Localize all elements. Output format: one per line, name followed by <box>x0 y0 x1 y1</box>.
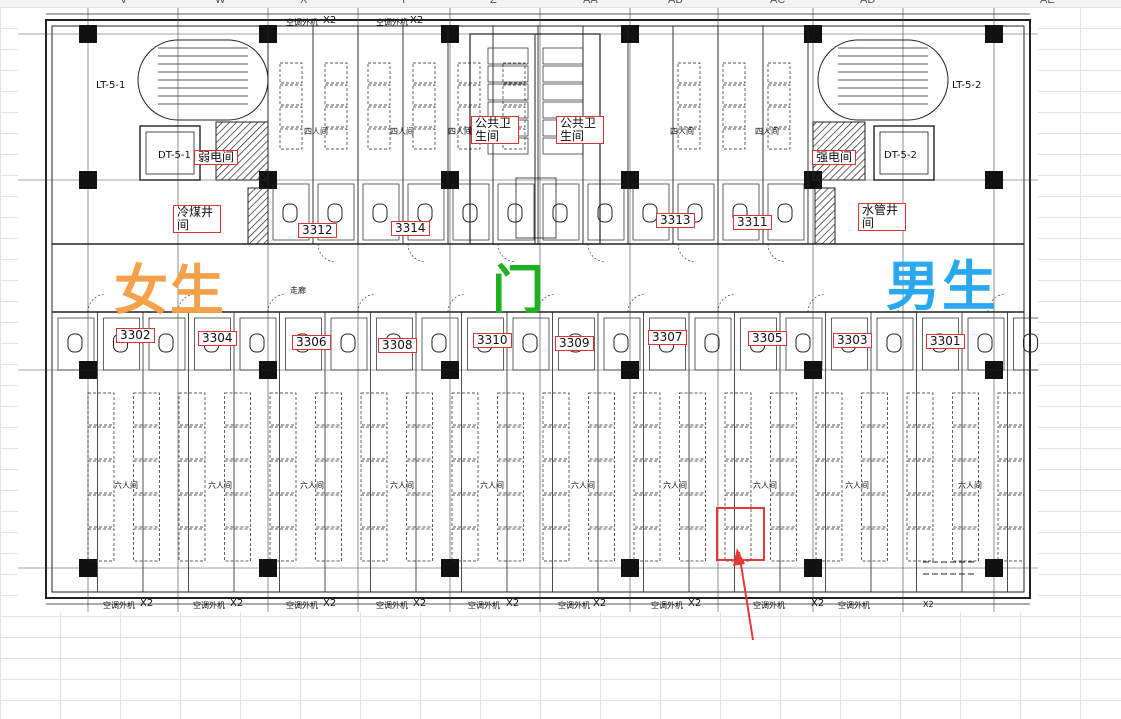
equipment-label: X2 <box>140 598 154 609</box>
equipment-label: 空调外机 <box>286 18 318 27</box>
equipment-label: X2 <box>593 598 607 609</box>
room-type-label: 六人间 <box>958 481 982 490</box>
floor-plan-drawing <box>18 8 1038 612</box>
column-letter[interactable]: X <box>300 0 308 6</box>
room-type-label: 六人间 <box>845 481 869 490</box>
floor-plan-image[interactable]: LT-5-1 LT-5-2 DT-5-1 DT-5-2 弱电间 强电间 冷煤井间… <box>18 8 1038 612</box>
column-letter[interactable]: W <box>215 0 226 6</box>
equipment-label: X2 <box>688 598 702 609</box>
column-letter[interactable]: Z <box>490 0 497 6</box>
equipment-label: 空调外机 <box>376 18 408 27</box>
column-letter[interactable]: AB <box>668 0 683 6</box>
room-type-label-small: 四人间 <box>448 127 472 136</box>
corridor-label: 走廊 <box>290 286 306 295</box>
equipment-label: X2 <box>413 598 427 609</box>
shaft-label-cold-coal: 冷煤井间 <box>173 205 221 233</box>
room-number: 3302 <box>116 328 155 343</box>
equipment-label: X2 <box>230 598 244 609</box>
highlight-box <box>716 507 765 561</box>
room-type-label: 六人间 <box>480 481 504 490</box>
room-type-label-small: 四人间 <box>755 127 779 136</box>
toilet-label: 公共卫生间 <box>556 116 604 144</box>
male-label: 男生 <box>886 255 998 318</box>
toilet-label: 公共卫生间 <box>471 116 519 144</box>
door-label: 门 <box>492 261 547 321</box>
equipment-label: 空调外机 <box>753 601 785 610</box>
equipment-label: 空调外机 <box>193 601 225 610</box>
room-type-label-small: 四人间 <box>390 127 414 136</box>
female-label: 女生 <box>114 259 226 322</box>
equipment-label: X2 <box>506 598 520 609</box>
column-letter[interactable]: AC <box>770 0 786 6</box>
column-letter[interactable]: AD <box>860 0 876 6</box>
equipment-label: 空调外机 <box>286 601 318 610</box>
elevator-label: DT-5-1 <box>158 150 191 161</box>
room-type-label: 六人间 <box>663 481 687 490</box>
room-number: 3307 <box>648 330 687 345</box>
equipment-label: 空调外机 <box>468 601 500 610</box>
column-letter[interactable]: V <box>120 0 128 6</box>
shaft-label-strong-electric: 强电间 <box>812 150 857 165</box>
column-letter[interactable]: AA <box>583 0 598 6</box>
stair-label: LT-5-1 <box>96 80 126 91</box>
shaft-label-water-pipe: 水管井间 <box>858 203 906 231</box>
equipment-label: X2 <box>811 598 825 609</box>
room-type-label-small: 四人间 <box>304 127 328 136</box>
room-type-label: 六人间 <box>390 481 414 490</box>
room-type-label: 六人间 <box>114 481 138 490</box>
stair-label: LT-5-2 <box>952 80 982 91</box>
equipment-label: 空调外机 <box>651 601 683 610</box>
room-type-label: 六人间 <box>300 481 324 490</box>
equipment-label: X2 <box>923 600 934 609</box>
room-number: 3314 <box>391 221 430 236</box>
equipment-label: X2 <box>323 598 337 609</box>
room-number: 3306 <box>292 335 331 350</box>
room-number: 3313 <box>656 213 695 228</box>
shaft-label-weak-electric: 弱电间 <box>194 150 239 165</box>
room-type-label-small: 四人间 <box>670 127 694 136</box>
room-number: 3301 <box>926 334 965 349</box>
equipment-label: X2 <box>323 15 337 26</box>
room-number: 3312 <box>298 223 337 238</box>
equipment-label: 空调外机 <box>838 601 870 610</box>
equipment-label: X2 <box>410 15 424 26</box>
elevator-label: DT-5-2 <box>884 150 917 161</box>
equipment-label: 空调外机 <box>376 601 408 610</box>
room-number: 3304 <box>198 331 237 346</box>
room-number: 3303 <box>833 333 872 348</box>
equipment-label: 空调外机 <box>558 601 590 610</box>
room-type-label: 六人间 <box>753 481 777 490</box>
room-number: 3308 <box>378 338 417 353</box>
equipment-label: 空调外机 <box>103 601 135 610</box>
room-number: 3311 <box>733 215 772 230</box>
room-type-label: 六人间 <box>571 481 595 490</box>
room-number: 3309 <box>555 336 594 351</box>
room-type-label: 六人间 <box>208 481 232 490</box>
room-number: 3310 <box>473 333 512 348</box>
room-number: 3305 <box>748 331 787 346</box>
column-letter[interactable]: Y <box>400 0 408 6</box>
column-letter[interactable]: AE <box>1040 0 1055 6</box>
